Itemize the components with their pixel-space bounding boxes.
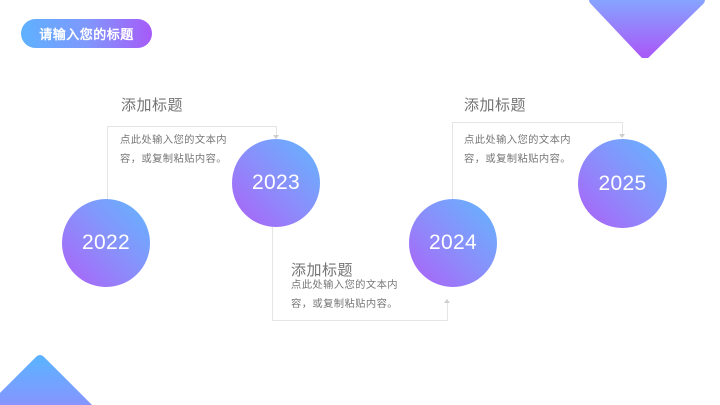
connector-line <box>622 122 623 136</box>
year-circle-2024[interactable]: 2024 <box>409 199 497 287</box>
body-line: 容，或复制粘贴内容。 <box>464 154 571 165</box>
year-label: 2022 <box>82 231 130 254</box>
connector-line <box>272 320 448 321</box>
arrow-up-icon <box>444 299 450 303</box>
timeline-heading-2024[interactable]: 添加标题 <box>464 97 527 114</box>
connector-line <box>447 302 448 321</box>
top-right-triangle-decoration <box>589 0 705 58</box>
year-label: 2023 <box>252 171 300 194</box>
body-line: 容，或复制粘贴内容。 <box>291 299 398 310</box>
year-circle-2025[interactable]: 2025 <box>578 139 667 228</box>
year-label: 2024 <box>429 231 477 254</box>
connector-line <box>452 122 453 200</box>
connector-line <box>107 126 108 201</box>
connector-line <box>276 126 277 138</box>
timeline-body-2023[interactable]: 点此处输入您的文本内 容，或复制粘贴内容。 <box>291 276 398 314</box>
connector-line <box>107 126 277 127</box>
timeline-body-2022[interactable]: 点此处输入您的文本内 容，或复制粘贴内容。 <box>120 131 227 169</box>
year-circle-2022[interactable]: 2022 <box>62 199 150 287</box>
body-line: 容，或复制粘贴内容。 <box>120 154 227 165</box>
body-line: 点此处输入您的文本内 <box>291 280 398 291</box>
year-label: 2025 <box>598 171 647 195</box>
arrow-down-icon <box>619 134 625 138</box>
timeline-heading-2023[interactable]: 添加标题 <box>291 262 354 279</box>
year-circle-2023[interactable]: 2023 <box>232 139 320 227</box>
body-line: 点此处输入您的文本内 <box>120 135 227 146</box>
connector-line <box>452 122 623 123</box>
connector-line <box>272 227 273 321</box>
timeline-heading-2022[interactable]: 添加标题 <box>121 97 184 114</box>
body-line: 点此处输入您的文本内 <box>464 135 571 146</box>
slide-title[interactable]: 请输入您的标题 <box>21 19 152 48</box>
arrow-down-icon <box>273 135 279 139</box>
timeline-body-2024[interactable]: 点此处输入您的文本内 容，或复制粘贴内容。 <box>464 131 571 169</box>
bottom-left-triangle-decoration <box>0 355 93 405</box>
